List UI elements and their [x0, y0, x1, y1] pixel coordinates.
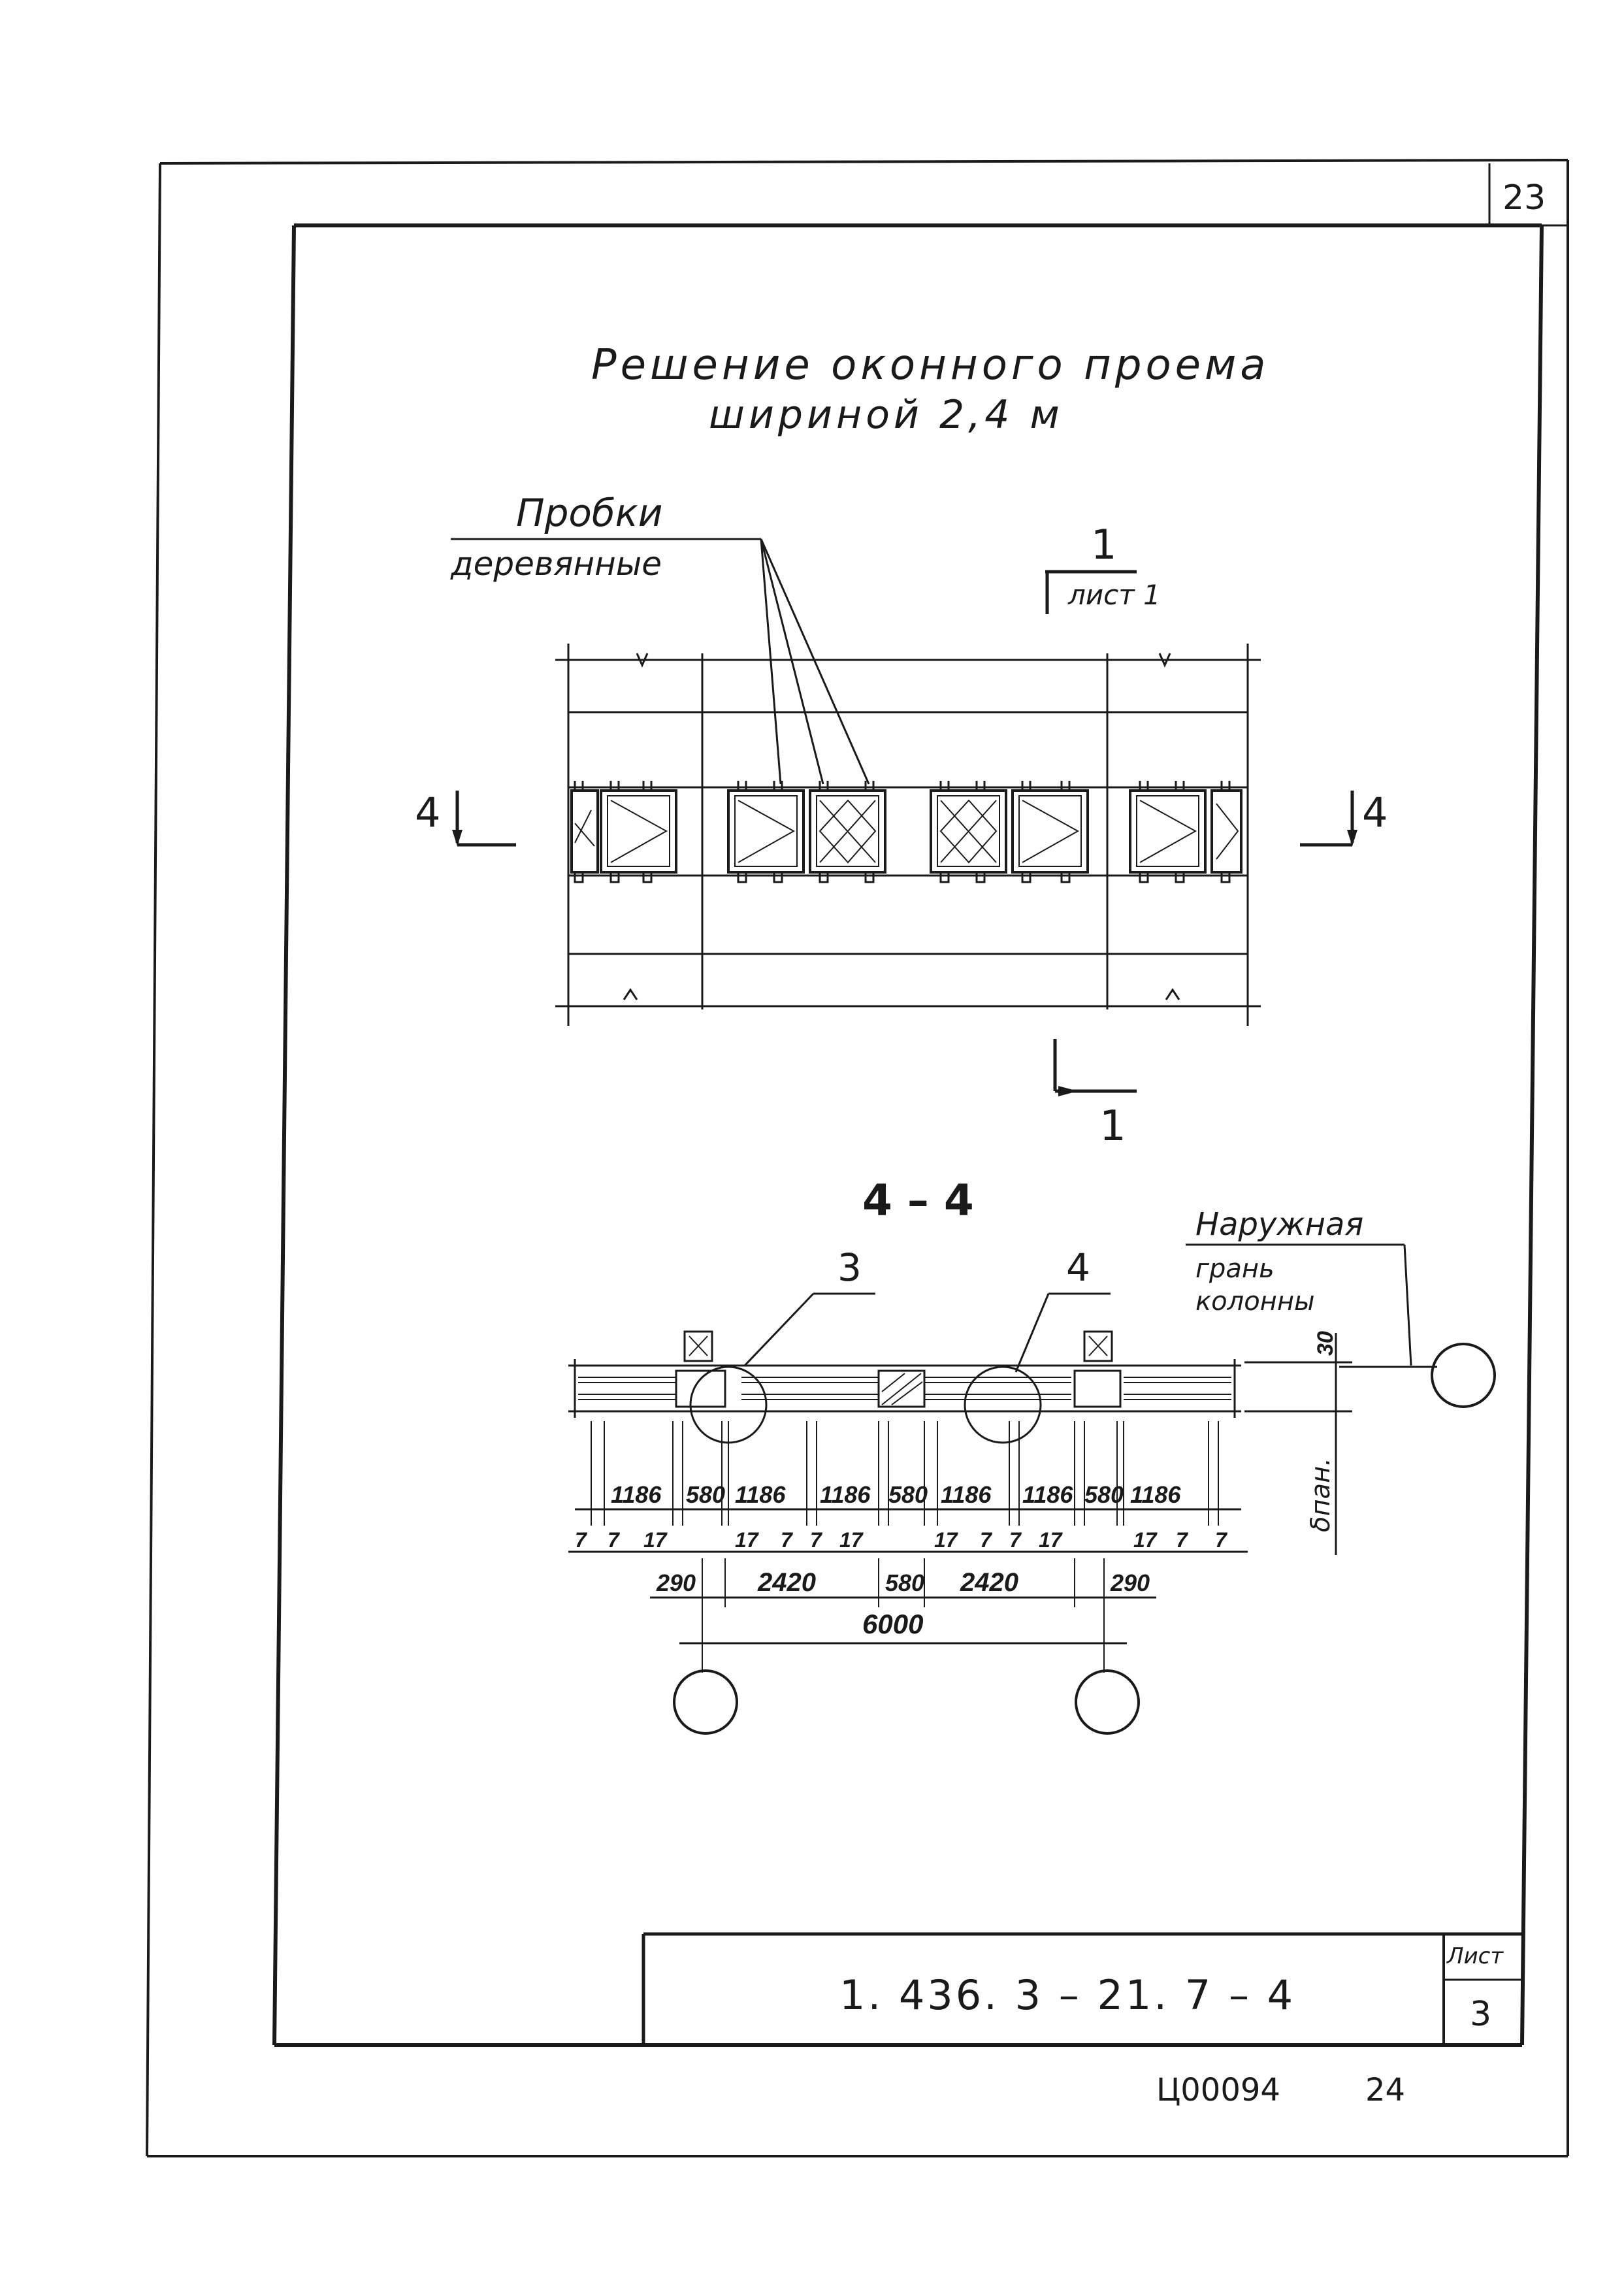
- title-block: 1. 436. 3 – 21. 7 – 4 Лист 3: [641, 1932, 1522, 2045]
- dim-small: 7: [1215, 1528, 1228, 1552]
- plan-view: [555, 644, 1261, 1026]
- extension-lines: [591, 1421, 1219, 1526]
- window-block: [570, 789, 599, 874]
- drawing-code: 1. 436. 3 – 21. 7 – 4: [839, 1971, 1295, 2019]
- dim-row-3: 290 2420 580 2420 290: [650, 1558, 1156, 1660]
- dim-small: 7: [1009, 1528, 1022, 1552]
- window-block: [1210, 789, 1242, 874]
- node-callout-4: 4: [964, 1245, 1111, 1444]
- footer-page-number: 24: [1365, 2072, 1405, 2108]
- dim-row-1: 1186 580 1186 1186 580 1186 1186 580 118…: [575, 1481, 1241, 1511]
- dim-290-left: 290: [656, 1569, 696, 1596]
- sheet-label: Лист: [1446, 1943, 1504, 1969]
- dim-1186: 1186: [611, 1481, 662, 1508]
- section-4-left-number: 4: [415, 789, 440, 836]
- dim-row-2: 7 7 17 17 7 7 17 17 7 7 17 17 7 7: [568, 1528, 1248, 1553]
- dim-small: 7: [980, 1528, 993, 1552]
- plan-callout: Пробки деревянные: [450, 491, 870, 785]
- dim-580-mid: 580: [885, 1569, 924, 1596]
- dim-1186: 1186: [941, 1481, 992, 1508]
- section-mark-4-right: 4: [1300, 789, 1388, 847]
- dim-290-right: 290: [1110, 1569, 1150, 1596]
- dim-1186: 1186: [735, 1481, 786, 1508]
- callout-probki: Пробки: [516, 491, 662, 535]
- dim-580: 580: [1084, 1481, 1124, 1508]
- window-block: [809, 789, 886, 874]
- outer-frame: [146, 159, 1569, 2157]
- section-4-right-number: 4: [1362, 789, 1388, 836]
- window-block: [1011, 789, 1089, 874]
- outer-face-line-2: грань: [1195, 1254, 1275, 1284]
- dim-small: 17: [1039, 1528, 1064, 1552]
- dim-2420-right: 2420: [960, 1568, 1018, 1597]
- section-mark-1-bottom: 1: [1053, 1039, 1137, 1151]
- section-title-4-4: 4 – 4: [862, 1175, 974, 1226]
- dim-1186: 1186: [1130, 1481, 1181, 1508]
- window-block: [930, 789, 1007, 874]
- dim-580: 580: [686, 1481, 725, 1508]
- dim-small: 7: [608, 1528, 621, 1552]
- dim-small: 17: [1133, 1528, 1158, 1552]
- window-block: [727, 789, 805, 874]
- dim-small: 7: [810, 1528, 823, 1552]
- section-mark-1-top: 1 лист 1: [1045, 521, 1161, 614]
- axis-bubble: [1075, 1669, 1140, 1735]
- dim-1186: 1186: [820, 1481, 871, 1508]
- section-mark-4-left: 4: [415, 789, 516, 847]
- callout-derevyannye: деревянные: [450, 545, 662, 583]
- archive-code: Ц00094: [1156, 2072, 1280, 2108]
- inner-frame: [272, 223, 1544, 2047]
- dim-panel-thickness: δпан.: [1306, 1458, 1336, 1532]
- page-number-top: 23: [1502, 178, 1546, 218]
- dim-small: 17: [643, 1528, 668, 1552]
- title-line-2: шириной 2,4 м: [709, 392, 1064, 438]
- page-number-box: 23: [1488, 163, 1568, 227]
- dim-small: 17: [839, 1528, 864, 1552]
- dim-small: 7: [781, 1528, 794, 1552]
- node-callout-3: 3: [689, 1245, 875, 1444]
- section-wall: [568, 1330, 1241, 1418]
- section-1-top-number: 1: [1091, 521, 1116, 568]
- dim-small: 17: [934, 1528, 959, 1552]
- outer-face-callout: Наружная грань колонны: [1186, 1206, 1496, 1408]
- window-block: [600, 789, 677, 874]
- node-4-label: 4: [1066, 1245, 1090, 1290]
- dim-30: 30: [1313, 1331, 1338, 1356]
- section-1-top-sheet: лист 1: [1067, 579, 1161, 611]
- dim-small: 17: [735, 1528, 760, 1552]
- dim-small: 7: [575, 1528, 588, 1552]
- dim-580: 580: [888, 1481, 928, 1508]
- outer-face-line-1: Наружная: [1195, 1206, 1363, 1243]
- wooden-plugs: [574, 781, 1231, 883]
- axis-bubble: [673, 1669, 738, 1735]
- dim-2420-left: 2420: [757, 1568, 816, 1597]
- window-block: [1129, 789, 1207, 874]
- sheet-number: 3: [1470, 1995, 1491, 2034]
- dim-1186: 1186: [1022, 1481, 1073, 1508]
- total-dim: 6000: [673, 1609, 1140, 1735]
- title-line-1: Решение оконного проема: [591, 341, 1270, 389]
- dim-small: 7: [1176, 1528, 1189, 1552]
- section-1-bottom-number: 1: [1099, 1102, 1126, 1151]
- side-dims: 30 δпан.: [1244, 1331, 1352, 1555]
- dim-6000: 6000: [862, 1609, 923, 1639]
- outer-face-line-3: колонны: [1195, 1286, 1315, 1317]
- node-3-label: 3: [837, 1245, 862, 1290]
